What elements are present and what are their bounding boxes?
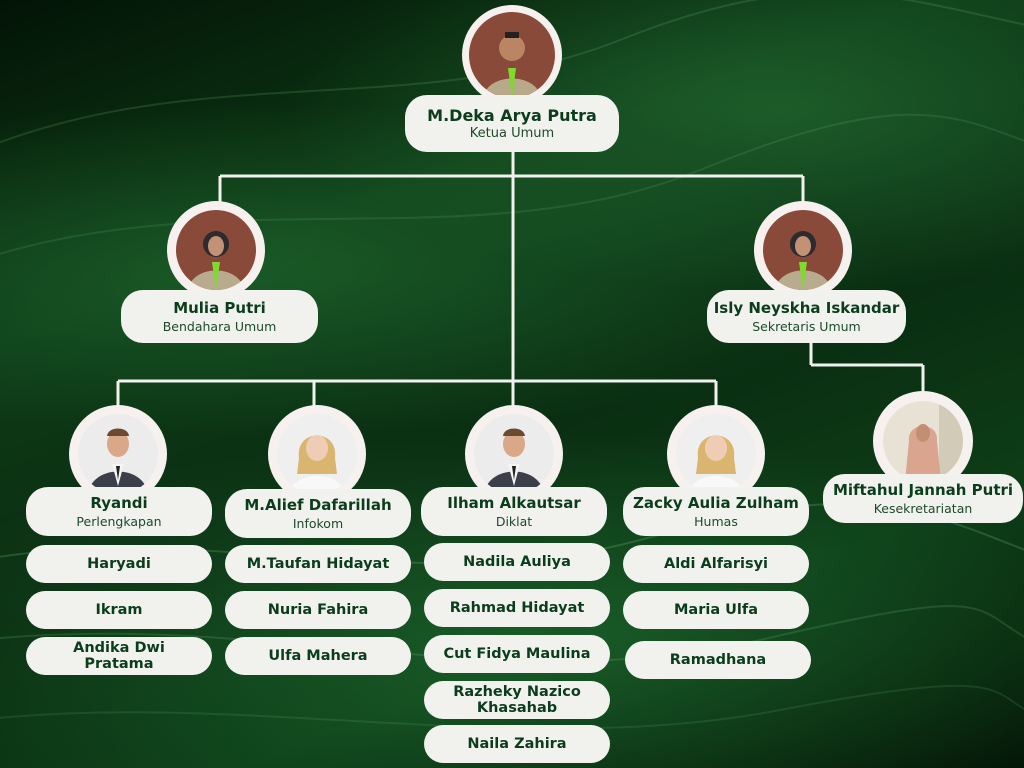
- division-role: Diklat: [495, 513, 533, 529]
- bendahara-name: Mulia Putri: [173, 298, 266, 317]
- person-photo-icon: [474, 414, 554, 494]
- ketua-role: Ketua Umum: [469, 125, 555, 141]
- sekretaris-name: Isly Neyskha Iskandar: [713, 298, 900, 317]
- avatar-division-diklat: [465, 405, 563, 503]
- sekretaris-role: Sekretaris Umum: [752, 318, 861, 334]
- division-head-name: Ryandi: [90, 493, 148, 512]
- kesekretariatan-name: Miftahul Jannah Putri: [832, 480, 1014, 499]
- person-photo-icon: [763, 210, 843, 290]
- member-pill: Rahmad Hidayat: [424, 589, 610, 627]
- card-division-humas: Zacky Aulia Zulham Humas: [623, 487, 809, 536]
- card-kesekretariatan: Miftahul Jannah Putri Kesekretariatan: [823, 474, 1023, 523]
- avatar-division-infokom: [268, 405, 366, 503]
- member-pill: Andika Dwi Pratama: [26, 637, 212, 675]
- member-pill: Aldi Alfarisyi: [623, 545, 809, 583]
- person-photo-icon: [469, 12, 555, 98]
- ketua-name: M.Deka Arya Putra: [427, 105, 597, 125]
- member-pill: M.Taufan Hidayat: [225, 545, 411, 583]
- member-pill: Maria Ulfa: [623, 591, 809, 629]
- card-bendahara: Mulia Putri Bendahara Umum: [121, 290, 318, 343]
- division-head-name: Ilham Alkautsar: [447, 493, 581, 512]
- person-photo-icon: [277, 414, 357, 494]
- member-pill: Haryadi: [26, 545, 212, 583]
- member-pill: Naila Zahira: [424, 725, 610, 763]
- division-role: Infokom: [292, 515, 344, 531]
- person-photo-icon: [176, 210, 256, 290]
- avatar-division-perlengkapan: [69, 405, 167, 503]
- member-pill: Ramadhana: [625, 641, 811, 679]
- card-division-infokom: M.Alief Dafarillah Infokom: [225, 489, 411, 538]
- card-division-diklat: Ilham Alkautsar Diklat: [421, 487, 607, 536]
- avatar-sekretaris: [754, 201, 852, 299]
- division-head-name: M.Alief Dafarillah: [244, 495, 392, 514]
- avatar-division-humas: [667, 405, 765, 503]
- division-head-name: Zacky Aulia Zulham: [633, 493, 799, 512]
- member-pill: Nuria Fahira: [225, 591, 411, 629]
- kesekretariatan-role: Kesekretariatan: [873, 500, 973, 516]
- bendahara-role: Bendahara Umum: [162, 318, 277, 334]
- card-ketua: M.Deka Arya Putra Ketua Umum: [405, 95, 619, 152]
- division-role: Perlengkapan: [76, 513, 162, 529]
- member-pill: Ulfa Mahera: [225, 637, 411, 675]
- avatar-bendahara: [167, 201, 265, 299]
- card-sekretaris: Isly Neyskha Iskandar Sekretaris Umum: [707, 290, 906, 343]
- avatar-ketua: [462, 5, 562, 105]
- division-role: Humas: [694, 513, 738, 529]
- card-division-perlengkapan: Ryandi Perlengkapan: [26, 487, 212, 536]
- member-pill: Cut Fidya Maulina: [424, 635, 610, 673]
- member-pill: Razheky Nazico Khasahab: [424, 681, 610, 719]
- member-pill: Ikram: [26, 591, 212, 629]
- member-pill: Nadila Auliya: [424, 543, 610, 581]
- person-photo-icon: [78, 414, 158, 494]
- person-photo-icon: [883, 401, 963, 481]
- person-photo-icon: [676, 414, 756, 494]
